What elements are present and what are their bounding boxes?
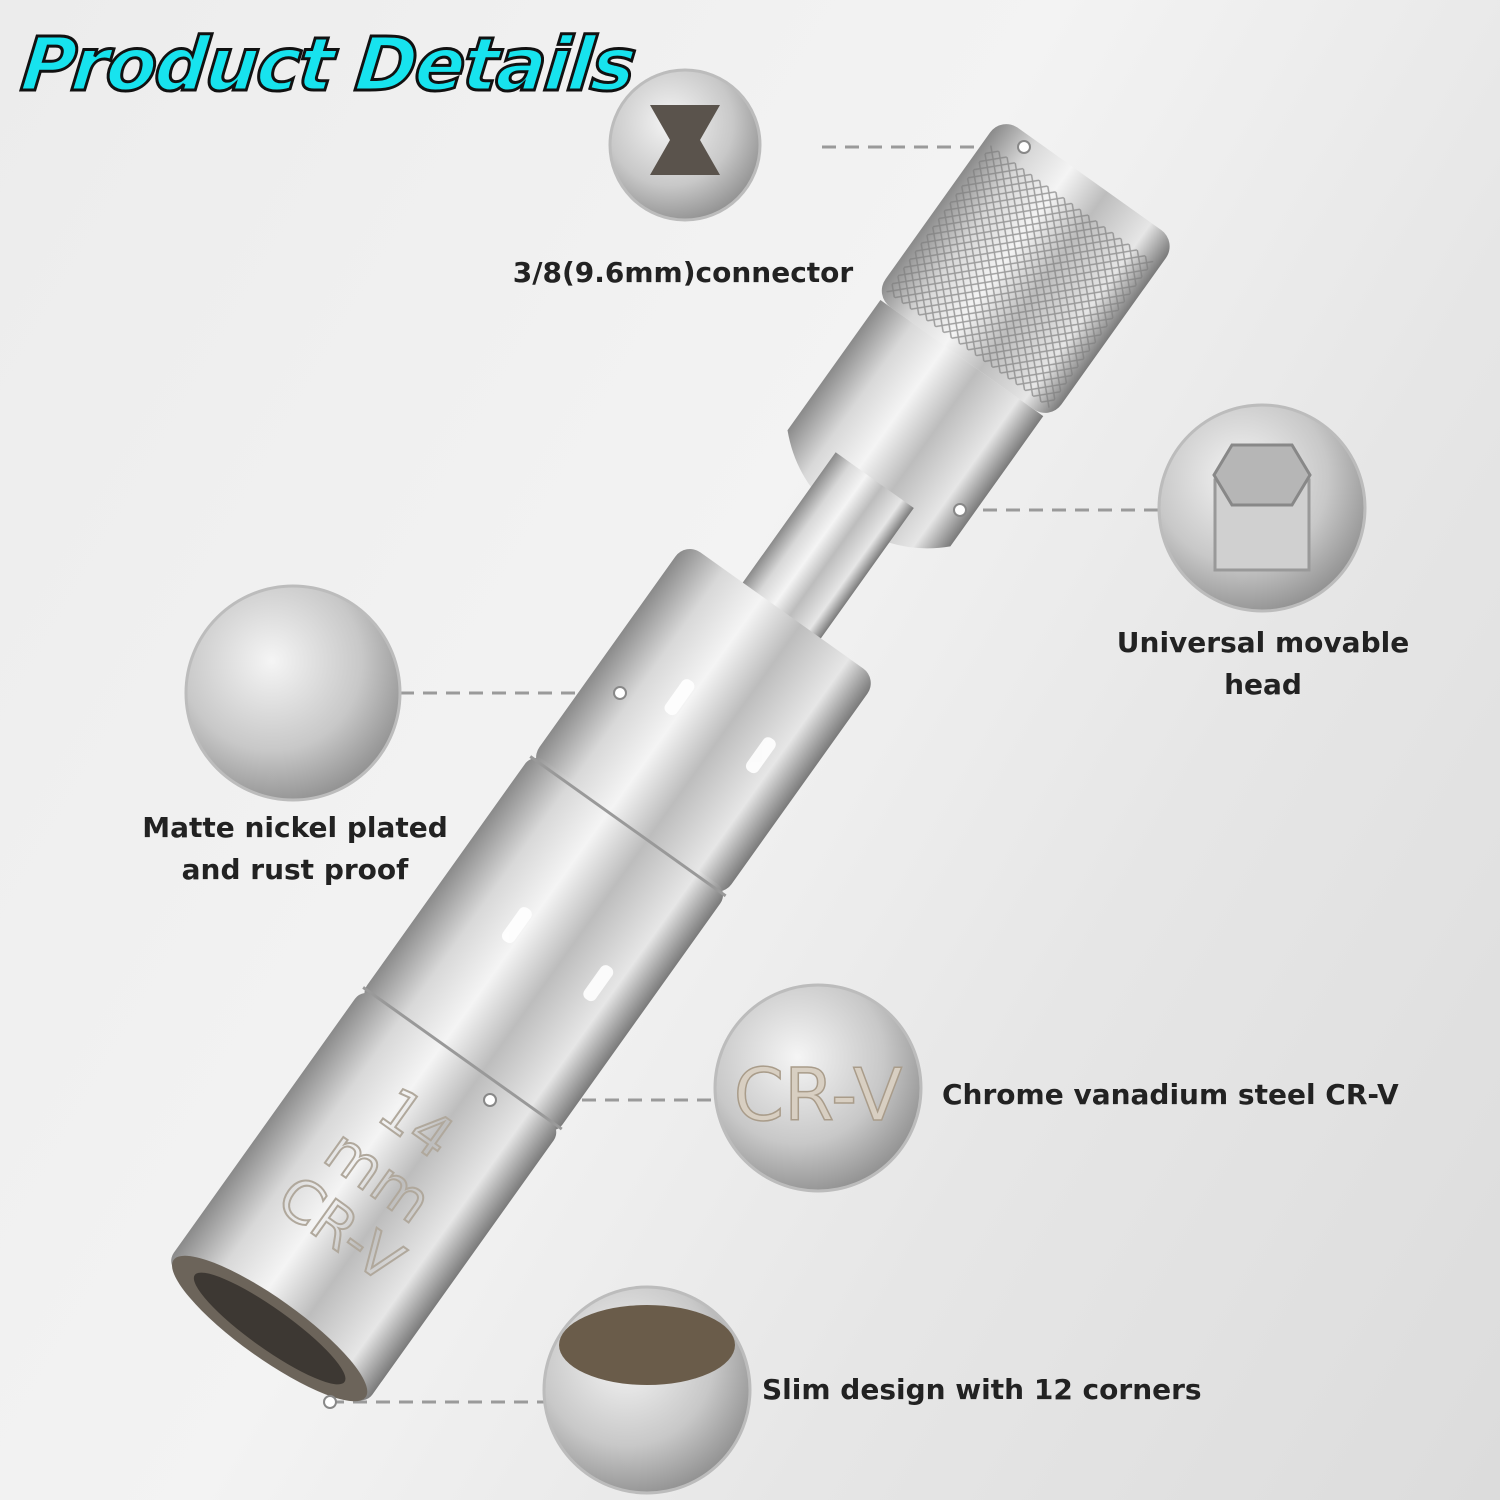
spark-plug-socket: 14 mm CR-V <box>171 124 1170 1402</box>
label-line: head <box>1224 668 1302 701</box>
label-line: Universal movable <box>1116 626 1410 659</box>
inset-universal-head <box>1157 403 1367 613</box>
label-slim-design: Slim design with 12 corners <box>762 1373 1202 1406</box>
inset-connector <box>608 68 762 222</box>
label-matte-nickel: Matte nickel plated and rust proof <box>115 807 475 891</box>
inset-crv-text: CR-V <box>734 1053 902 1137</box>
label-line: and rust proof <box>181 853 409 886</box>
inset-12-corners <box>542 1285 752 1495</box>
label-chrome-vanadium: Chrome vanadium steel CR-V <box>942 1078 1399 1111</box>
inset-crv: CR-V <box>713 983 923 1193</box>
label-line: Matte nickel plated <box>142 811 448 844</box>
page-title: Product Details <box>16 21 640 110</box>
inset-matte-surface <box>184 584 402 802</box>
label-connector: 3/8(9.6mm)connector <box>512 256 854 289</box>
label-universal-head: Universal movable head <box>1083 622 1443 706</box>
